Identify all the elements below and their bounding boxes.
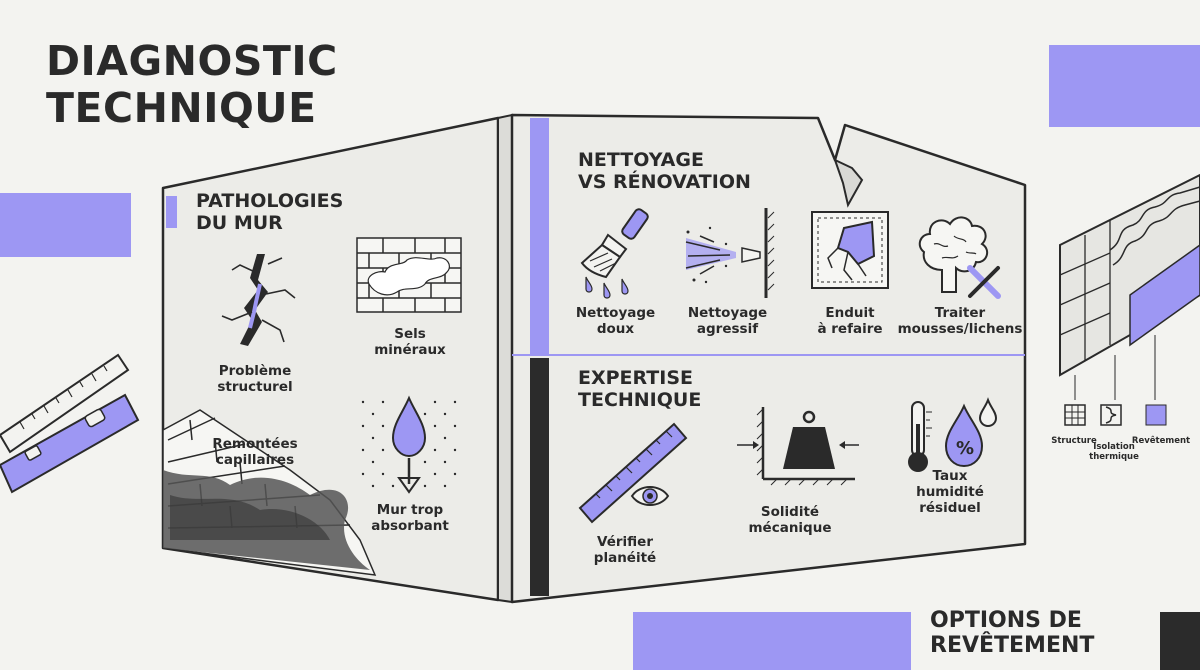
pathology-label-structural: Problème structurel: [217, 363, 293, 395]
accent-block-top-right: [1049, 45, 1200, 127]
legend-label-revetement: Revêtement: [1131, 436, 1191, 446]
nettoyage-label-doux: Nettoyage doux: [575, 305, 656, 337]
options-title-line2: REVÊTEMENT: [930, 633, 1095, 658]
options-title-line1: OPTIONS DE: [930, 608, 1082, 633]
pathology-label-salts: Sels minéraux: [374, 326, 446, 358]
pathologies-title: PATHOLOGIES DU MUR: [196, 190, 343, 234]
damaged-render-icon: [811, 211, 889, 289]
accent-block-left: [0, 193, 131, 257]
wall-insulation-cutaway: [1059, 173, 1200, 400]
insulation-icon: [1100, 404, 1122, 426]
nettoyage-title-line2: VS RÉNOVATION: [578, 171, 751, 193]
expertise-label-solidite: Solidité mécanique: [748, 504, 832, 536]
dark-block-bottom-right: [1160, 612, 1200, 670]
legend-label-isolation: Isolation thermique: [1089, 442, 1139, 462]
expertise-title-line2: TECHNIQUE: [578, 389, 702, 411]
pressure-jet-icon: [685, 208, 775, 298]
expertise-title: EXPERTISE TECHNIQUE: [578, 367, 701, 411]
pathology-label-absorbent: Mur trop absorbant: [371, 502, 449, 534]
wall-crack-icon: [221, 254, 296, 346]
svg-text:%: %: [956, 438, 974, 459]
nettoyage-label-mousses: Traiter mousses/lichens: [897, 305, 1023, 337]
expertise-label-humidite: Taux humidité résiduel: [916, 468, 984, 516]
ruler-eye-icon: [578, 422, 688, 524]
options-title: OPTIONS DE REVÊTEMENT: [930, 608, 1094, 658]
thermometer-humidity-icon: %: [908, 397, 998, 472]
accent-block-bottom: [633, 612, 911, 670]
nettoyage-title-line1: NETTOYAGE: [578, 149, 704, 171]
ruler-and-level-icon: [0, 353, 140, 494]
page-title: DIAGNOSTIC TECHNIQUE: [46, 38, 338, 132]
moss-treatment-icon: [918, 216, 1001, 299]
page-title-line2: TECHNIQUE: [46, 84, 317, 132]
expertise-label-planeite: Vérifier planéité: [593, 534, 657, 566]
weight-pressure-icon: [737, 407, 859, 486]
coating-swatch-icon: [1145, 404, 1167, 426]
pathology-label-capillary: Remontées capillaires: [212, 436, 298, 468]
legend-label-structure: Structure: [1051, 436, 1097, 446]
nettoyage-label-agressif: Nettoyage agressif: [687, 305, 768, 337]
water-drop-absorb-icon: [361, 395, 457, 494]
nettoyage-label-enduit: Enduit à refaire: [817, 305, 883, 337]
pathologies-title-line1: PATHOLOGIES: [196, 190, 344, 212]
page-title-line1: DIAGNOSTIC: [46, 37, 338, 85]
expertise-title-line1: EXPERTISE: [578, 367, 694, 389]
grid-structure-icon: [1064, 404, 1086, 426]
nettoyage-title: NETTOYAGE VS RÉNOVATION: [578, 149, 751, 193]
efflorescence-brick-icon: [356, 237, 462, 313]
pathologies-title-line2: DU MUR: [196, 212, 283, 234]
brush-icon: [580, 208, 649, 299]
